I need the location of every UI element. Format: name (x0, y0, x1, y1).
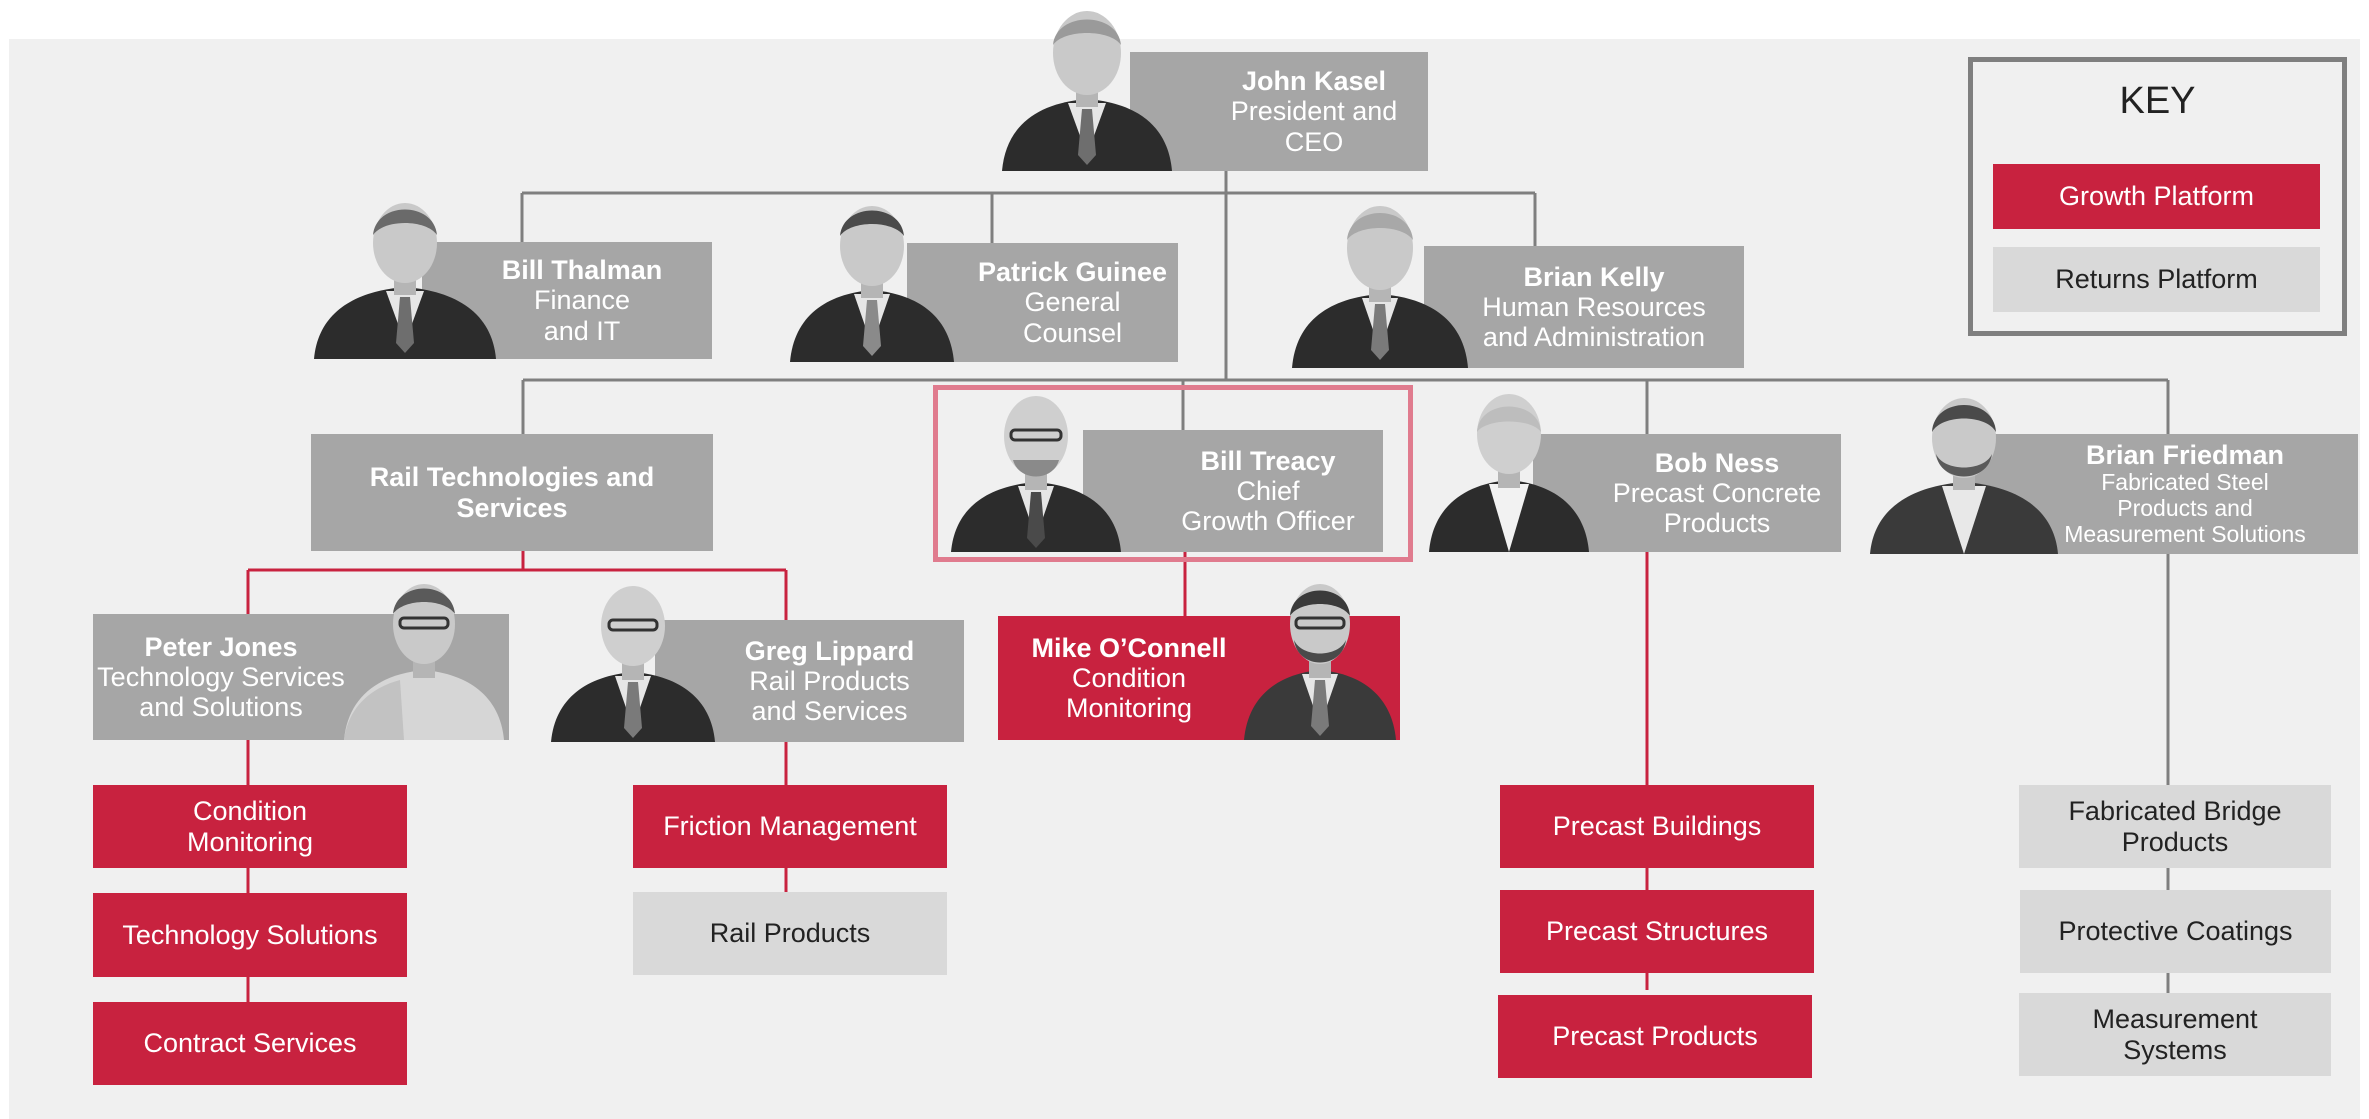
unit-label-line1: Condition (192, 796, 308, 827)
exec-name: John Kasel (1241, 66, 1387, 97)
exec-title-line2: Monitoring (1065, 693, 1193, 724)
unit-label: Rail Products (709, 918, 871, 949)
exec-card-brian-kelly: Brian Kelly Human Resources and Administ… (1424, 246, 1744, 368)
legend-growth-platform: Growth Platform (1993, 164, 2320, 229)
exec-title-line1: Fabricated Steel (2101, 469, 2269, 496)
exec-title-line1: President and (1230, 96, 1398, 127)
unit-label: Friction Management (663, 811, 917, 842)
exec-card-john-kasel: John Kasel President and CEO (1130, 52, 1428, 171)
exec-title-line1: Chief (1236, 475, 1300, 506)
exec-name: Peter Jones (144, 631, 298, 662)
exec-name: Bill Thalman (501, 255, 663, 286)
portrait-peter-jones (340, 578, 508, 740)
unit-friction-management: Friction Management (633, 785, 947, 868)
unit-label: Contract Services (143, 1028, 357, 1059)
legend-title: KEY (2119, 80, 2196, 122)
segment-name-line2: Services (456, 492, 568, 523)
segment-card-rail-technologies: Rail Technologies and Services (311, 434, 713, 551)
unit-label: Technology Solutions (122, 919, 378, 950)
unit-label-line2: Monitoring (186, 826, 314, 857)
portrait-mike-oconnell (1240, 576, 1400, 740)
unit-measurement-systems: Measurement Systems (2019, 993, 2331, 1076)
exec-name: Patrick Guinee (977, 257, 1168, 288)
exec-title-line3: Measurement Solutions (2064, 520, 2306, 547)
unit-fabricated-bridge-products: Fabricated Bridge Products (2019, 785, 2331, 868)
portrait-brian-friedman (1866, 392, 2062, 554)
unit-precast-structures: Precast Structures (1500, 890, 1814, 973)
portrait-bob-ness (1425, 388, 1593, 552)
exec-title-line1: Condition (1071, 662, 1187, 693)
unit-label-line1: Fabricated Bridge (2068, 796, 2282, 827)
exec-title-line2: Counsel (1022, 317, 1123, 348)
portrait-john-kasel (998, 5, 1176, 171)
unit-label-line2: Products (2121, 826, 2229, 857)
unit-protective-coatings: Protective Coatings (2020, 890, 2331, 973)
legend-returns-platform: Returns Platform (1993, 247, 2320, 312)
exec-title-line2: Products (1663, 508, 1771, 539)
unit-label: Protective Coatings (2058, 916, 2293, 947)
segment-name-line1: Rail Technologies and (369, 462, 655, 493)
exec-name: Brian Kelly (1523, 261, 1665, 292)
unit-condition-monitoring: Condition Monitoring (93, 785, 407, 868)
portrait-patrick-guinee (786, 198, 958, 362)
exec-card-bill-treacy: Bill Treacy Chief Growth Officer (1083, 430, 1383, 552)
exec-title-line2: and Solutions (139, 692, 303, 723)
exec-name: Greg Lippard (744, 635, 915, 666)
unit-precast-buildings: Precast Buildings (1500, 785, 1814, 868)
exec-title-line2: CEO (1284, 126, 1344, 157)
unit-label: Precast Buildings (1552, 811, 1762, 842)
exec-title-line1: Technology Services (97, 661, 345, 692)
exec-title-line1: General (1024, 287, 1121, 318)
exec-title-line2: and Administration (1482, 322, 1706, 353)
exec-title-line2: Products and (2117, 495, 2253, 522)
unit-contract-services: Contract Services (93, 1002, 407, 1085)
exec-name: Bill Treacy (1200, 445, 1336, 476)
exec-title-line2: Growth Officer (1181, 506, 1355, 537)
portrait-bill-thalman (310, 195, 500, 359)
exec-title-line1: Human Resources (1482, 291, 1706, 322)
exec-title-line1: Rail Products (749, 665, 910, 696)
unit-rail-products: Rail Products (633, 892, 947, 975)
unit-label: Precast Structures (1545, 916, 1769, 947)
exec-name: Mike O’Connell (1031, 632, 1227, 663)
exec-title-line1: Precast Concrete (1612, 477, 1822, 508)
portrait-brian-kelly (1288, 198, 1472, 368)
exec-card-patrick-guinee: Patrick Guinee General Counsel (907, 243, 1178, 362)
highlight-frame (933, 385, 1413, 562)
portrait-bill-treacy (947, 390, 1125, 552)
unit-label: Precast Products (1552, 1021, 1758, 1052)
exec-name: Brian Friedman (2085, 440, 2285, 471)
exec-title-line2: and Services (751, 696, 908, 727)
exec-name: Bob Ness (1654, 447, 1780, 478)
portrait-greg-lippard (547, 580, 719, 742)
exec-title-line1: Finance (533, 285, 631, 316)
exec-card-bill-thalman: Bill Thalman Finance and IT (422, 242, 712, 359)
exec-title-line2: and IT (543, 315, 621, 346)
unit-technology-solutions: Technology Solutions (93, 893, 407, 977)
unit-label-line1: Measurement (2092, 1004, 2258, 1035)
legend-key: KEY Growth Platform Returns Platform (1968, 57, 2347, 336)
unit-precast-products: Precast Products (1498, 995, 1812, 1078)
unit-label-line2: Systems (2123, 1034, 2227, 1065)
